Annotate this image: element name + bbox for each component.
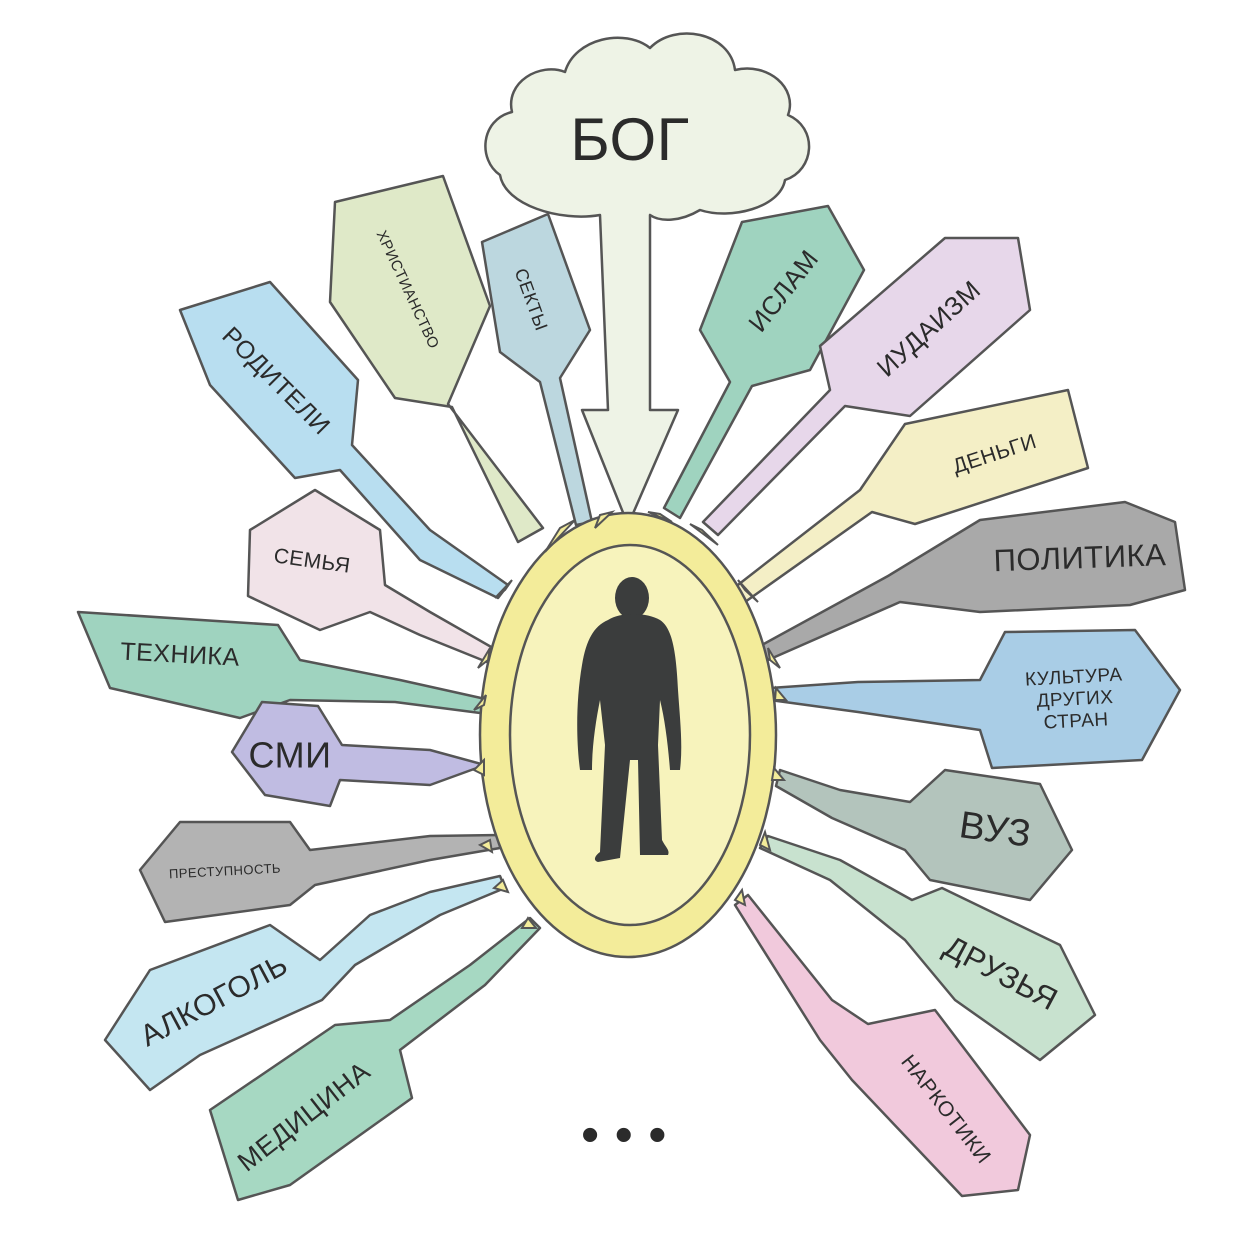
arrow-hristianstvo-shape bbox=[328, 174, 545, 544]
spike-17 bbox=[520, 916, 539, 929]
person-silhouette-icon bbox=[577, 577, 682, 862]
spike-5 bbox=[737, 579, 759, 603]
arrow-islam: ИСЛАМ bbox=[662, 204, 866, 520]
arrow-iudaizm-shape bbox=[701, 236, 1032, 537]
spike-13 bbox=[473, 694, 487, 711]
arrow-narkotiki-shape bbox=[733, 893, 1032, 1198]
arrow-alkogol: АЛКОГОЛЬ bbox=[103, 874, 507, 1092]
arrow-kultura-label-line: КУЛЬТУРА bbox=[1025, 665, 1123, 691]
spike-2 bbox=[594, 510, 616, 529]
arrow-narkotiki: НАРКОТИКИ bbox=[733, 893, 1032, 1198]
arrow-smi-label: СМИ bbox=[249, 735, 332, 776]
spike-3 bbox=[647, 511, 673, 523]
arrow-islam-shape bbox=[662, 204, 866, 520]
arrow-kultura-label: КУЛЬТУРАДРУГИХСТРАН bbox=[1025, 665, 1126, 735]
arrow-hristianstvo: ХРИСТИАНСТВО bbox=[328, 174, 545, 544]
influence-arrows: ХРИСТИАНСТВО СЕКТЫ ИСЛАМ ИУДАИЗМ ДЕНЬГИ … bbox=[76, 174, 1187, 1202]
spike-10 bbox=[733, 887, 747, 907]
arrow-druzya: ДРУЗЬЯ bbox=[758, 834, 1097, 1062]
arrow-vuz-shape bbox=[774, 768, 1074, 902]
shell-spikes bbox=[472, 510, 789, 929]
arrow-tehnika: ТЕХНИКА bbox=[76, 610, 492, 720]
arrow-kultura-shape bbox=[768, 628, 1182, 770]
arrow-tehnika-label: ТЕХНИКА bbox=[120, 638, 241, 672]
spike-12 bbox=[477, 647, 491, 669]
arrow-kultura-label-line: ДРУГИХ bbox=[1036, 687, 1114, 712]
arrow-medicina-shape bbox=[208, 916, 542, 1202]
arrow-politika-label: ПОЛИТИКА bbox=[993, 537, 1167, 578]
arrow-vuz-label: ВУЗ bbox=[957, 804, 1034, 856]
arrow-prestupnost: ПРЕСТУПНОСТЬ bbox=[138, 820, 502, 924]
god-cloud-shape bbox=[484, 32, 811, 527]
spike-4 bbox=[689, 523, 719, 546]
spike-15 bbox=[477, 838, 494, 854]
arrow-kultura: КУЛЬТУРАДРУГИХСТРАН bbox=[768, 628, 1182, 770]
arrow-politika-shape bbox=[758, 500, 1187, 662]
arrow-kultura-label-line: СТРАН bbox=[1043, 709, 1109, 733]
arrow-prestupnost-label: ПРЕСТУПНОСТЬ bbox=[169, 861, 282, 882]
god-title: БОГ bbox=[570, 106, 689, 173]
spike-6 bbox=[767, 647, 781, 669]
spike-9 bbox=[758, 828, 772, 852]
spike-7 bbox=[773, 685, 789, 701]
person-body bbox=[577, 614, 682, 862]
arrow-politika: ПОЛИТИКА bbox=[758, 500, 1187, 662]
arrow-smi: СМИ bbox=[230, 700, 487, 808]
arrow-druzya-shape bbox=[758, 834, 1097, 1062]
person-head bbox=[615, 577, 649, 619]
arrow-vuz: ВУЗ bbox=[774, 768, 1074, 902]
ellipsis-dots: • • • bbox=[581, 1106, 667, 1164]
god-cloud: БОГ bbox=[484, 32, 811, 527]
arrow-smi-shape bbox=[230, 700, 487, 808]
spike-14 bbox=[472, 757, 485, 777]
spike-11 bbox=[494, 579, 513, 599]
spike-1 bbox=[544, 519, 576, 553]
arrow-sekty: СЕКТЫ bbox=[480, 212, 594, 527]
arrow-semya: СЕМЬЯ bbox=[246, 488, 502, 666]
spike-8 bbox=[770, 765, 787, 781]
spike-16 bbox=[491, 878, 510, 894]
arrow-iudaizm: ИУДАИЗМ bbox=[701, 236, 1032, 537]
arrow-dengi-shape bbox=[732, 388, 1090, 604]
arrow-dengi: ДЕНЬГИ bbox=[732, 388, 1090, 604]
